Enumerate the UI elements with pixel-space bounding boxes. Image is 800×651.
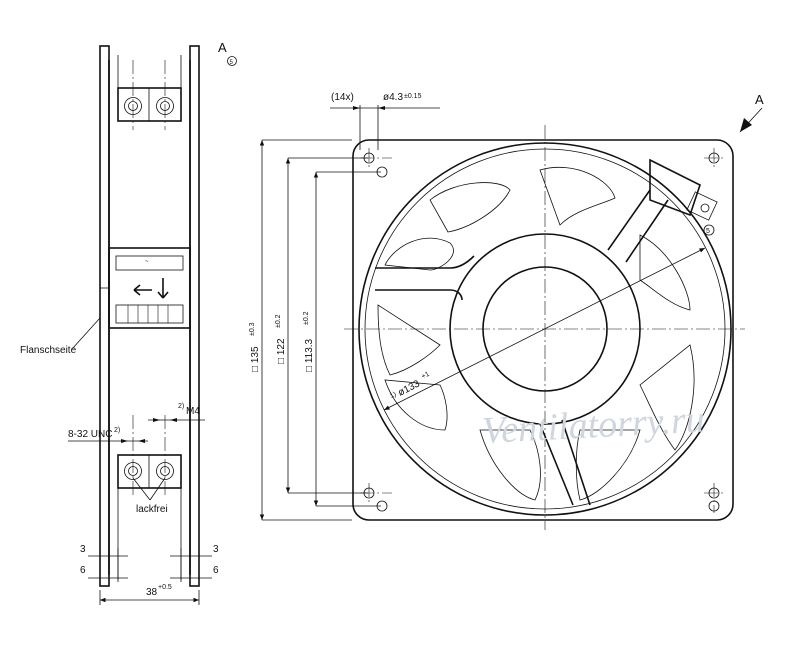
side-hub: ~ (100, 247, 191, 329)
side-view: ~ Flanschseite 8-32 UNC 2) (20, 40, 237, 605)
dim-width: 38 (146, 587, 158, 598)
view-arrow-icon (739, 107, 763, 133)
mounting-holes (360, 148, 724, 513)
dim-right-6: 6 (213, 565, 219, 576)
thread-metric-note: 2) (178, 403, 184, 410)
hole-dia: ø4.3 (383, 92, 403, 103)
bottom-mount-pocket (117, 454, 182, 489)
fan-housing (352, 139, 734, 521)
dim-right-3: 3 (213, 544, 219, 555)
left-flange (99, 45, 110, 587)
front-view: 5 1) ø133 +1 (249, 92, 764, 530)
dia-133-tol: +1 (421, 371, 431, 381)
thread-metric-label: M4 (186, 406, 200, 417)
view-a-letter: A (218, 40, 227, 55)
watermark: Ventilatorry.ru (481, 399, 706, 453)
square-135: □ 135 (250, 346, 261, 372)
view-a-index: 5 (230, 60, 234, 66)
connector-index: 5 (706, 228, 710, 235)
dia-note: 1) (389, 391, 398, 400)
svg-text:~: ~ (145, 259, 149, 265)
square-122-tol: ±0.2 (275, 314, 282, 328)
hole-dia-tol: ±0.15 (404, 93, 422, 100)
hole-count: (14x) (331, 92, 354, 103)
paint-free-label: lackfrei (136, 504, 168, 515)
square-113: □ 113.3 (304, 338, 315, 372)
dim-left-3: 3 (80, 544, 86, 555)
right-flange (189, 45, 200, 587)
thread-unc-label: 8-32 UNC (68, 429, 112, 440)
thread-unc-note: 2) (114, 427, 120, 434)
dim-width-tol: +0.5 (158, 584, 172, 591)
view-arrow-letter: A (755, 92, 764, 107)
square-113-tol: ±0.2 (303, 311, 310, 325)
airflow-arrow-icon (133, 278, 169, 299)
square-122: □ 122 (276, 338, 287, 364)
flange-side-label: Flanschseite (20, 345, 77, 356)
top-mount-pocket (117, 87, 182, 122)
dim-left-6: 6 (80, 565, 86, 576)
connector-block: 5 (649, 158, 718, 236)
square-135-tol: ±0.3 (249, 322, 256, 336)
